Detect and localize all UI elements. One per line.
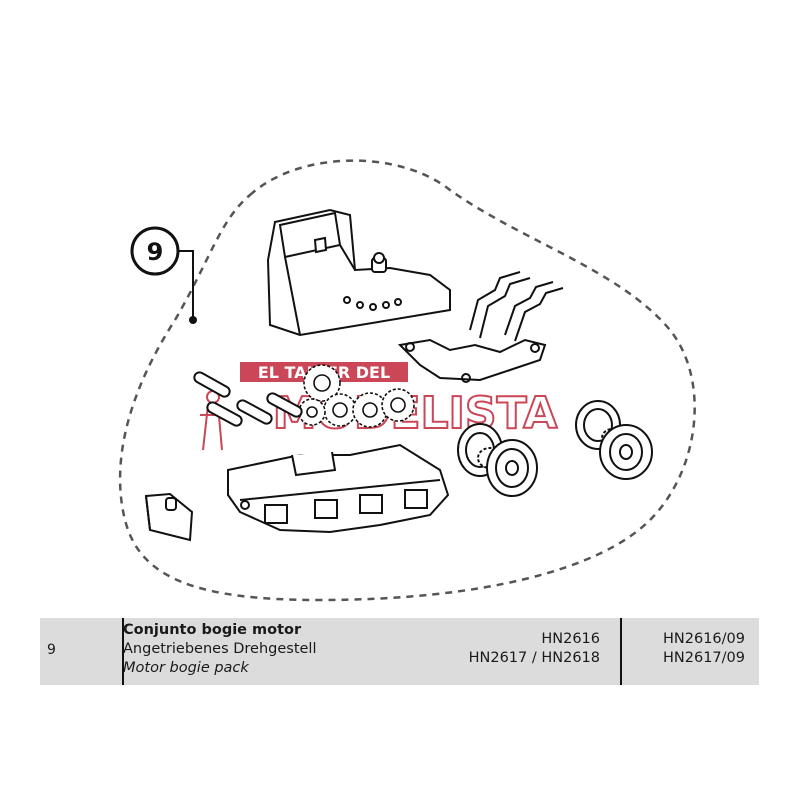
svg-text:9: 9 — [147, 238, 164, 266]
ref-number: 9 — [47, 642, 56, 658]
title-en: Motor bogie pack — [123, 660, 249, 676]
parts-table: 9 Conjunto bogie motor Angetriebenes Dre… — [40, 618, 759, 685]
model-2: HN2617 / HN2618 — [468, 650, 600, 666]
clip-bracket — [144, 492, 194, 542]
part-code-2: HN2617/09 — [663, 650, 745, 666]
divider-2 — [620, 618, 622, 685]
model-1: HN2616 — [541, 631, 600, 647]
pickup-springs — [397, 271, 564, 383]
wheelset-1 — [457, 423, 538, 497]
shaft-pins — [193, 371, 303, 427]
divider-1 — [122, 618, 124, 685]
wheelset-2 — [575, 400, 653, 480]
bogie-frame — [227, 443, 450, 534]
motor-housing — [266, 208, 451, 337]
description-cell: Conjunto bogie motor Angetriebenes Drehg… — [123, 618, 363, 685]
gear-set — [298, 364, 415, 428]
title-es: Conjunto bogie motor — [123, 622, 302, 638]
part-code-1: HN2616/09 — [663, 631, 745, 647]
title-de: Angetriebenes Drehgestell — [123, 641, 317, 657]
part-codes-cell: HN2616/09 HN2617/09 — [625, 618, 745, 685]
callout-9: 9 — [130, 226, 197, 324]
models-cell: HN2616 HN2617 / HN2618 — [370, 618, 600, 685]
